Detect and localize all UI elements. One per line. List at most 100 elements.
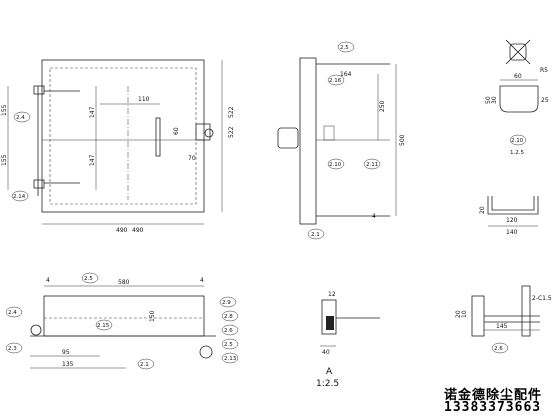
dim-490-a: 490	[116, 227, 128, 234]
handle-top	[509, 43, 527, 61]
plan-handle	[199, 345, 213, 359]
svg-text:2.3: 2.3	[8, 346, 17, 352]
part-bubble: 2.1	[137, 358, 155, 370]
dim-147-bottom: 147	[89, 154, 96, 166]
bolt-pin	[521, 285, 531, 337]
latch-knob	[204, 128, 214, 138]
dim-250: 250	[379, 100, 386, 112]
part-bubble: 2.10	[509, 134, 527, 146]
watermark-company: 诺金德除尘配件	[444, 388, 543, 403]
svg-text:2.1: 2.1	[140, 362, 149, 368]
hinge-top	[33, 85, 45, 95]
dim-145: 145	[496, 323, 508, 330]
side-frame	[299, 57, 317, 225]
handle-section	[499, 85, 539, 113]
dim-25-detail: 25	[541, 97, 549, 104]
svg-text:2.5: 2.5	[340, 45, 349, 51]
svg-text:2.10: 2.10	[329, 162, 342, 168]
svg-text:2.14: 2.14	[13, 194, 26, 200]
part-bubble: 2.14	[11, 190, 29, 202]
dim-12: 12	[328, 291, 336, 298]
dim-500: 500	[399, 134, 406, 146]
dim-150: 150	[149, 310, 156, 322]
view-front-elevation: 155 155 147 147 110 60 70 490 490 522 52…	[1, 59, 235, 234]
detail-u-bracket: 20 120 140	[479, 196, 539, 236]
dim-10-bolt: 10	[461, 310, 468, 318]
door-inner-outline	[49, 67, 197, 205]
plan-hinge	[30, 324, 42, 336]
dim-135: 135	[62, 361, 74, 368]
handle-slot	[155, 117, 161, 157]
part-bubble: 2.13	[221, 352, 239, 364]
dim-155-bottom: 155	[1, 154, 8, 166]
svg-text:2.6: 2.6	[224, 328, 233, 334]
svg-text:2.8: 2.8	[224, 314, 233, 320]
svg-text:2.5: 2.5	[84, 276, 93, 282]
handle-cross	[505, 39, 531, 65]
dim-490-b: 490	[132, 227, 144, 234]
dim-30-detail: 30	[491, 96, 498, 104]
bracket-inner	[491, 196, 535, 211]
part-bubble: 2.5	[337, 41, 355, 53]
svg-text:2.10: 2.10	[511, 138, 524, 144]
svg-text:2.4: 2.4	[16, 115, 25, 121]
dim-60-detail: 60	[514, 73, 522, 80]
dim-522-a: 522	[228, 106, 235, 118]
view-plan: 580 150 95 135 4 4 2.5 2.4 2.3 2.15 2.1 …	[5, 272, 239, 370]
detail-bolt: 2-C1.5 10 20 145 2.6	[455, 285, 552, 354]
dim-4-right: 4	[200, 277, 204, 284]
latch-body	[195, 123, 211, 141]
section-a-profile	[321, 299, 337, 335]
part-bubble: 2.4	[13, 111, 31, 123]
side-handle	[277, 127, 299, 149]
hinge-bottom	[33, 179, 45, 189]
dim-20-bolt: 20	[455, 310, 462, 318]
part-bubble: 2.6	[221, 324, 239, 336]
section-a-label: A	[326, 367, 333, 377]
dim-522-b: 522	[228, 126, 235, 138]
detail-handle-profile: 60 30 50 25 R5 2.10 1.2.5	[485, 39, 549, 156]
part-bubble: 2.6	[491, 342, 509, 354]
part-bubble: 2.5	[221, 338, 239, 350]
part-bubble: 2.9	[219, 296, 237, 308]
dim-r5-detail: R5	[540, 67, 548, 74]
part-bubble: 2.16	[327, 74, 345, 86]
svg-text:2.4: 2.4	[8, 310, 17, 316]
section-a-scale: 1:2.5	[316, 379, 339, 389]
dim-164: 164	[340, 71, 352, 78]
part-bubble: 2.10	[327, 158, 345, 170]
dim-147-top: 147	[89, 106, 96, 118]
watermark-phone: 13383373663	[444, 400, 542, 415]
part-bubble: 2.11	[363, 158, 381, 170]
dim-40: 40	[322, 349, 330, 356]
view-section-a: 12 40 A 1:2.5	[316, 291, 380, 389]
plan-body	[43, 295, 205, 337]
section-a-fill	[326, 316, 334, 330]
dim-2-c1-5: 2-C1.5	[532, 295, 552, 302]
dim-95: 95	[62, 349, 70, 356]
part-bubble: 2.8	[221, 310, 239, 322]
dim-4-left: 4	[46, 277, 50, 284]
svg-text:2.15: 2.15	[97, 323, 110, 329]
dim-140: 140	[506, 229, 518, 236]
part-bubble: 2.15	[95, 319, 113, 331]
side-latch	[323, 125, 335, 141]
dim-4: 4	[372, 213, 376, 220]
detail-scale: 1.2.5	[510, 150, 524, 156]
dim-50-detail: 50	[485, 96, 492, 104]
svg-text:2.1: 2.1	[311, 232, 320, 238]
view-side-elevation: 164 250 500 4 2.5 2.16 2.10 2.11 2.1	[277, 41, 406, 240]
svg-text:2.6: 2.6	[494, 346, 503, 352]
bolt-head	[471, 295, 485, 337]
svg-text:2.11: 2.11	[366, 162, 378, 168]
dim-110: 110	[138, 96, 150, 103]
dim-70: 70	[188, 155, 196, 162]
dim-155-top: 155	[1, 104, 8, 116]
part-bubble: 2.3	[5, 342, 23, 354]
dim-120: 120	[506, 217, 518, 224]
svg-text:2.5: 2.5	[224, 342, 233, 348]
part-bubble: 2.1	[307, 228, 325, 240]
dim-60: 60	[173, 127, 180, 135]
